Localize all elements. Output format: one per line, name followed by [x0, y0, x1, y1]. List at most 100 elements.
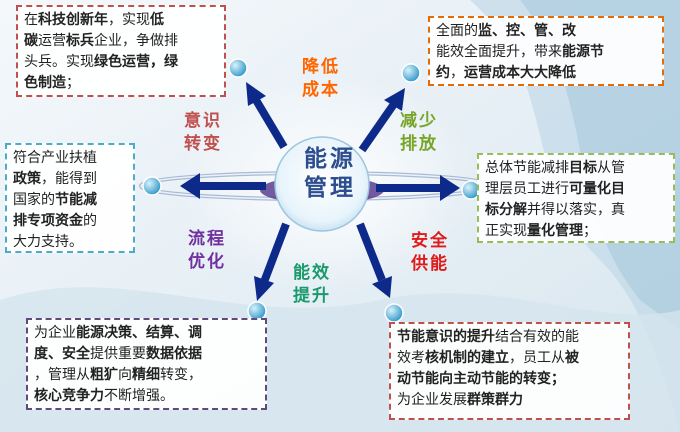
text-segment: 效考 — [397, 350, 425, 366]
node-left — [142, 176, 162, 196]
text-segment: 可量化目 — [569, 181, 625, 197]
arrows — [180, 82, 460, 301]
label-safety-line2: 供能 — [411, 254, 449, 274]
label-reduce-cost-line1: 降低 — [302, 57, 340, 77]
textbox-top-left: 在科技创新年，实现低碳运营标兵企业，争做排头兵。实现绿色运营，绿色制造； — [16, 5, 226, 97]
text-segment: 监、控、管、改 — [478, 23, 576, 39]
center-title-line2: 管理 — [304, 175, 356, 201]
arrow-bottom-left — [254, 222, 290, 301]
textbox-line: 能效全面提升，带来能源节 — [436, 42, 656, 63]
text-segment: 低 — [150, 12, 164, 28]
label-reduce-cost: 降低 成本 — [302, 56, 340, 102]
text-segment: 运营成本大大降低 — [464, 65, 576, 81]
text-segment: 群策群力 — [467, 392, 523, 408]
label-awareness-line2: 转变 — [184, 134, 222, 154]
node-top-left — [228, 58, 248, 78]
text-segment: 头兵。实现 — [24, 54, 94, 70]
text-segment: 能效全面提升，带来 — [436, 44, 562, 60]
label-efficiency: 能效 提升 — [293, 262, 331, 308]
text-segment: ，实现 — [108, 12, 150, 28]
text-segment: 并得以落实，真 — [527, 202, 625, 218]
text-segment: 在 — [24, 12, 38, 28]
text-segment: 能源决策、结算、调 — [76, 325, 202, 341]
text-segment: ，员工从 — [509, 350, 565, 366]
label-process: 流程 优化 — [188, 228, 226, 274]
text-segment: 动节能向主动节能的转变； — [397, 371, 565, 387]
textbox-line: 度、安全提供重要数据依据 — [34, 344, 259, 365]
text-segment: 全面的 — [436, 23, 478, 39]
text-segment: 为企业发展 — [397, 392, 467, 408]
textbox-line: 约，运营成本大大降低 — [436, 63, 656, 84]
text-segment: 节能减 — [55, 192, 97, 208]
text-segment: 节能意识的提升 — [397, 329, 495, 345]
text-segment: 标分解 — [485, 202, 527, 218]
textbox-top-right: 全面的监、控、管、改能效全面提升，带来能源节约，运营成本大大降低 — [428, 16, 664, 86]
textbox-line: 头兵。实现绿色运营，绿 — [24, 52, 218, 73]
textbox-left: 符合产业扶植政策，能得到国家的节能减排专项资金的大力支持。 — [5, 143, 135, 253]
text-segment: 目标 — [569, 160, 597, 176]
label-safety-line1: 安全 — [411, 231, 449, 251]
arrow-right — [376, 175, 460, 201]
text-segment: ； — [66, 75, 80, 91]
text-segment: 度、安全 — [34, 346, 90, 362]
textbox-line: 为企业能源决策、结算、调 — [34, 323, 259, 344]
text-segment: 精细 — [132, 367, 160, 383]
text-segment: 不断增强。 — [104, 388, 174, 404]
textbox-line: 大力支持。 — [13, 232, 127, 253]
label-reduce-emission: 减少 排放 — [400, 110, 438, 156]
textbox-line: 效考核机制的建立，员工从被 — [397, 348, 622, 369]
text-segment: 核机制的建立 — [425, 350, 509, 366]
textbox-line: ，管理从粗犷向精细转变， — [34, 365, 259, 386]
text-segment: 量化管理 — [527, 223, 583, 239]
text-segment: 政策 — [13, 171, 41, 187]
text-segment: 能源节 — [562, 44, 604, 60]
text-segment: 理层员工进行 — [485, 181, 569, 197]
textbox-line: 政策，能得到 — [13, 169, 127, 190]
center-title: 能源 管理 — [284, 145, 376, 203]
text-segment: 企业，争做排 — [94, 33, 178, 49]
text-segment: ，管理从 — [34, 367, 90, 383]
textbox-line: 理层员工进行可量化目 — [485, 179, 667, 200]
label-reduce-cost-line2: 成本 — [302, 80, 340, 100]
text-segment: ，能得到 — [41, 171, 97, 187]
node-top-right — [401, 63, 421, 83]
label-reduce-emission-line2: 排放 — [400, 134, 438, 154]
text-segment: 从管 — [597, 160, 625, 176]
label-process-line2: 优化 — [188, 252, 226, 272]
textbox-line: 标分解并得以落实，真 — [485, 200, 667, 221]
text-segment: 向 — [118, 367, 132, 383]
text-segment: 数据依据 — [146, 346, 202, 362]
text-segment: 正实现 — [485, 223, 527, 239]
textbox-line: 在科技创新年，实现低 — [24, 10, 218, 31]
arrow-top-right — [358, 88, 405, 153]
textbox-line: 正实现量化管理； — [485, 221, 667, 242]
label-efficiency-line1: 能效 — [293, 263, 331, 283]
center-bubble — [274, 136, 370, 232]
text-segment: 运营 — [38, 33, 66, 49]
textbox-line: 节能意识的提升结合有效的能 — [397, 327, 622, 348]
text-segment: 总体节能减排 — [485, 160, 569, 176]
text-segment: 大力支持。 — [13, 234, 83, 250]
textbox-bottom-right: 节能意识的提升结合有效的能效考核机制的建立，员工从被动节能向主动节能的转变；为企… — [389, 322, 630, 420]
node-bottom-right — [384, 303, 404, 323]
label-efficiency-line2: 提升 — [293, 286, 331, 306]
label-awareness-line1: 意识 — [184, 111, 222, 131]
text-segment: ， — [450, 65, 464, 81]
textbox-line: 总体节能减排目标从管 — [485, 158, 667, 179]
text-segment: 科技创新年 — [38, 12, 108, 28]
arrow-bottom-right — [356, 222, 392, 298]
textbox-line: 碳运营标兵企业，争做排 — [24, 31, 218, 52]
text-segment: 色制造 — [24, 75, 66, 91]
arrow-left — [180, 173, 266, 199]
center-title-line1: 能源 — [304, 146, 356, 172]
text-segment: 符合产业扶植 — [13, 150, 97, 166]
textbox-line: 色制造； — [24, 73, 218, 94]
text-segment: 为企业 — [34, 325, 76, 341]
textbox-line: 国家的节能减 — [13, 190, 127, 211]
text-segment: 绿色运营，绿 — [94, 54, 178, 70]
label-safety: 安全 供能 — [411, 230, 449, 276]
text-segment: 排专项资金 — [13, 213, 83, 229]
text-segment: 被 — [565, 350, 579, 366]
label-reduce-emission-line1: 减少 — [400, 111, 438, 131]
text-segment: 核心竞争力 — [34, 388, 104, 404]
